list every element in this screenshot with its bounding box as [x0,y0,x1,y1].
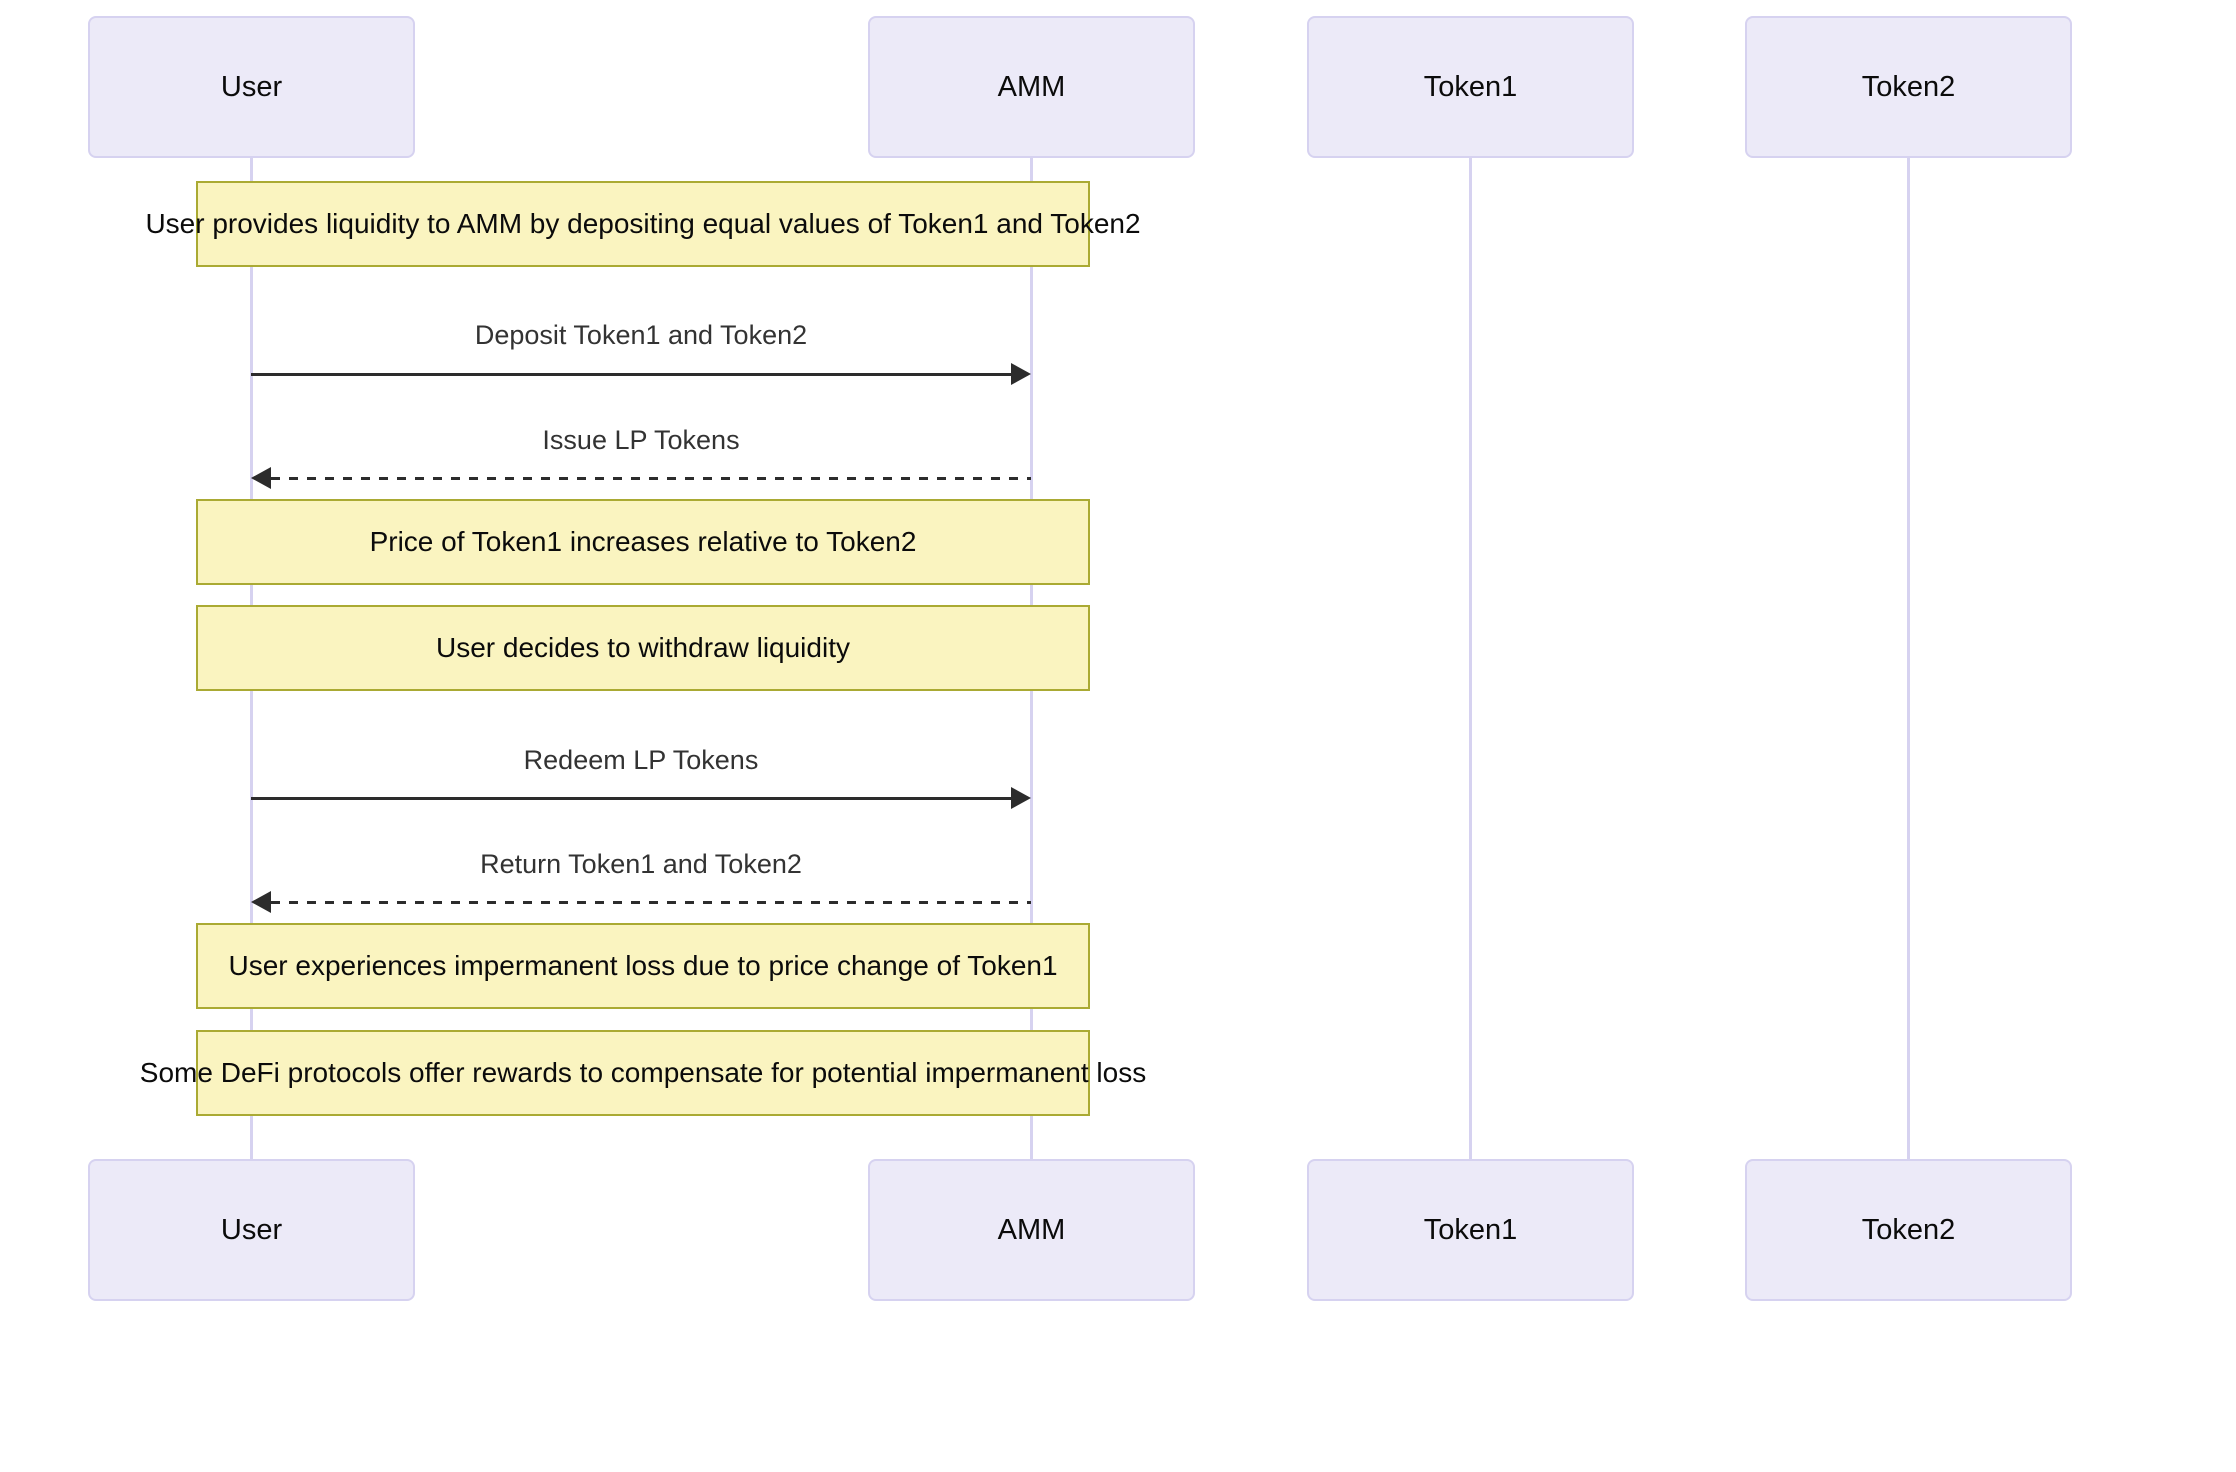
actor-box-token1-bottom[interactable]: Token1 [1307,1159,1634,1301]
message-arrow-return-tokens [271,901,1031,904]
arrowhead-right-icon [1011,787,1031,809]
actor-label-user: User [220,70,283,103]
actor-box-user[interactable]: User [88,16,415,158]
actor-label-amm: AMM [997,70,1066,103]
note-text: User decides to withdraw liquidity [436,632,850,663]
message-label-return-tokens: Return Token1 and Token2 [480,849,802,879]
message-arrow-issue-lp [271,477,1031,480]
actor-box-token2[interactable]: Token2 [1745,16,2072,158]
actor-label-token1-bottom: Token1 [1423,1213,1518,1246]
message-label-redeem-lp: Redeem LP Tokens [523,745,759,775]
actor-box-amm-bottom[interactable]: AMM [868,1159,1195,1301]
note-text: User provides liquidity to AMM by deposi… [145,208,1141,239]
arrowhead-left-icon [251,467,271,489]
message-arrow-redeem-lp [251,797,1021,800]
note-impermanent-loss: User experiences impermanent loss due to… [196,923,1090,1009]
message-arrow-deposit [251,373,1021,376]
note-user-withdraw-decision: User decides to withdraw liquidity [196,605,1090,691]
actor-label-token1: Token1 [1423,70,1518,103]
note-user-provides-liquidity: User provides liquidity to AMM by deposi… [145,181,1141,267]
note-price-increase: Price of Token1 increases relative to To… [196,499,1090,585]
actor-box-token2-bottom[interactable]: Token2 [1745,1159,2072,1301]
lifeline-token2 [1907,157,1910,1160]
actor-box-user-bottom[interactable]: User [88,1159,415,1301]
actor-label-amm-bottom: AMM [997,1213,1066,1246]
actor-label-user-bottom: User [220,1213,283,1246]
note-defi-rewards: Some DeFi protocols offer rewards to com… [140,1030,1146,1116]
actor-box-token1[interactable]: Token1 [1307,16,1634,158]
note-text: User experiences impermanent loss due to… [228,950,1058,981]
arrowhead-right-icon [1011,363,1031,385]
arrowhead-left-icon [251,891,271,913]
message-label-deposit: Deposit Token1 and Token2 [474,320,808,350]
lifeline-token1 [1469,157,1472,1160]
note-text: Price of Token1 increases relative to To… [369,526,917,557]
actor-box-amm[interactable]: AMM [868,16,1195,158]
actor-label-token2-bottom: Token2 [1861,1213,1956,1246]
note-text: Some DeFi protocols offer rewards to com… [139,1057,1147,1088]
actor-label-token2: Token2 [1861,70,1956,103]
message-label-issue-lp: Issue LP Tokens [542,425,740,455]
